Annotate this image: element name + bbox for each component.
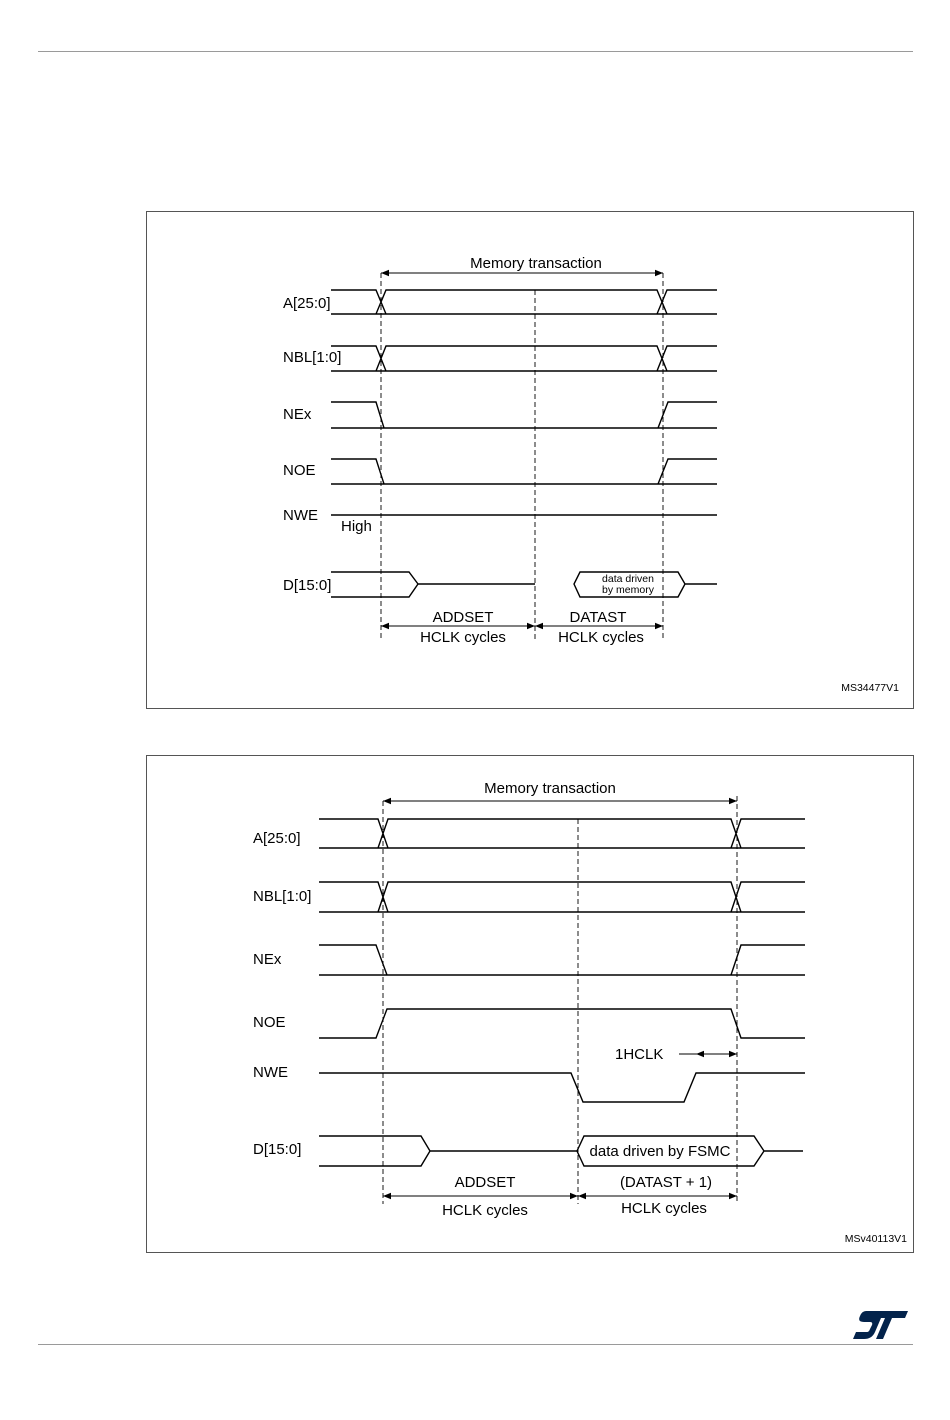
signal-label-output-enable: NOE — [253, 1014, 286, 1031]
footer-rule — [38, 1344, 913, 1345]
waveform-output-enable — [319, 1009, 805, 1038]
memory-transaction-label: Memory transaction — [484, 780, 616, 797]
data-driven-label: data driven by FSMC — [590, 1143, 731, 1160]
figure-code: MSv40113V1 — [845, 1233, 907, 1245]
signal-label-data-bus: D[15:0] — [253, 1141, 301, 1158]
waveform-byte-lane — [319, 882, 805, 912]
waveform-output-enable — [331, 459, 717, 484]
signal-label-address: A[25:0] — [283, 295, 331, 312]
one-hclk-label: 1HCLK — [615, 1046, 663, 1063]
waveform-data-bus — [319, 1136, 578, 1166]
figure-read-timing: Memory transaction A[25:0] NBL[1:0] NEx … — [146, 211, 914, 709]
signal-label-write-enable: NWE — [283, 507, 318, 524]
data-driven-line-2: by memory — [602, 584, 655, 596]
waveform-address — [331, 290, 717, 314]
figure-code: MS34477V1 — [841, 682, 899, 694]
waveform-write-enable — [319, 1073, 805, 1102]
signal-label-chip-select: NEx — [253, 951, 282, 968]
signal-label-chip-select: NEx — [283, 406, 312, 423]
addset-label: ADDSET — [455, 1174, 516, 1191]
signal-label-byte-lane: NBL[1:0] — [283, 349, 341, 366]
addset-cycles-label: HCLK cycles — [442, 1202, 528, 1219]
waveform-data-bus — [331, 572, 717, 597]
datast-cycles-label: HCLK cycles — [558, 629, 644, 646]
signal-label-data-bus: D[15:0] — [283, 577, 331, 594]
timing-diagram-read: Memory transaction A[25:0] NBL[1:0] NEx … — [147, 212, 915, 710]
figure-write-timing: Memory transaction A[25:0] NBL[1:0] NEx … — [146, 755, 914, 1253]
datast-label: (DATAST + 1) — [620, 1174, 712, 1191]
waveform-address — [319, 819, 805, 848]
addset-cycles-label: HCLK cycles — [420, 629, 506, 646]
waveform-chip-select — [319, 945, 805, 975]
timing-diagram-write: Memory transaction A[25:0] NBL[1:0] NEx … — [147, 756, 915, 1254]
memory-transaction-label: Memory transaction — [470, 255, 602, 272]
signal-label-byte-lane: NBL[1:0] — [253, 888, 311, 905]
signal-label-output-enable: NOE — [283, 462, 316, 479]
st-logo-shape — [853, 1311, 908, 1339]
datast-cycles-label: HCLK cycles — [621, 1200, 707, 1217]
waveform-byte-lane — [331, 346, 717, 371]
write-enable-state-label: High — [341, 518, 372, 535]
datast-label: DATAST — [570, 609, 627, 626]
header-rule — [38, 51, 913, 52]
signal-label-write-enable: NWE — [253, 1064, 288, 1081]
addset-label: ADDSET — [433, 609, 494, 626]
waveform-chip-select — [331, 402, 717, 428]
st-logo — [852, 1308, 910, 1342]
signal-label-address: A[25:0] — [253, 830, 301, 847]
